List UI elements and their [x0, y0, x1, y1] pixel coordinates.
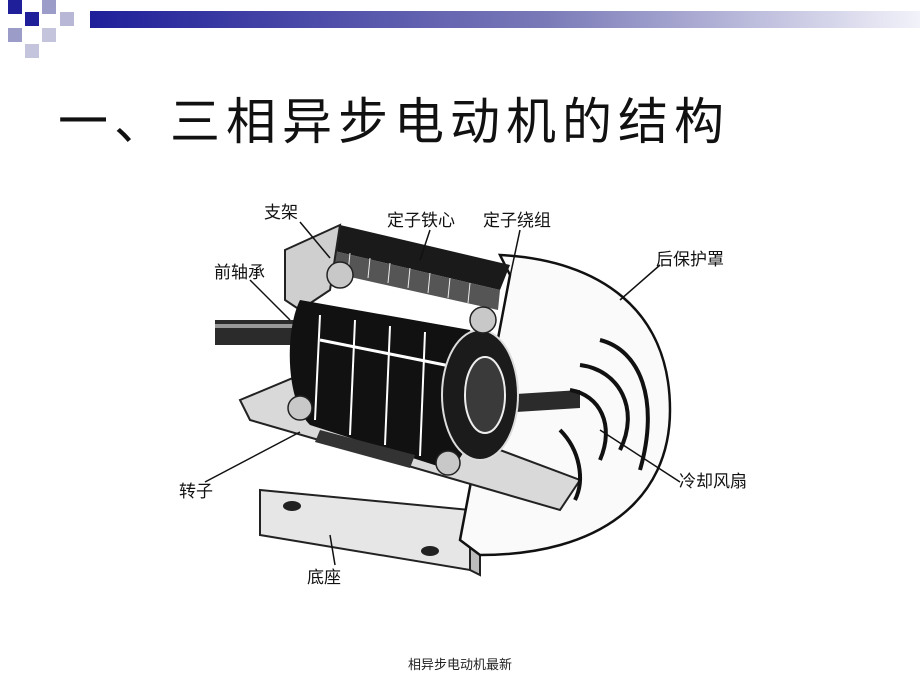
label-rotor: 转子	[179, 482, 213, 502]
label-stator-winding: 定子绕组	[483, 211, 551, 231]
label-base: 底座	[307, 568, 341, 588]
slide-title: 一、三相异步电动机的结构	[58, 93, 730, 151]
label-stator-core: 定子铁心	[387, 211, 455, 231]
label-rear-cover: 后保护罩	[656, 250, 724, 270]
title-bar-gradient	[90, 11, 920, 28]
corner-squares-decoration	[8, 0, 74, 58]
label-front-bearing: 前轴承	[214, 263, 265, 283]
slide-footer: 相异步电动机最新	[407, 658, 512, 673]
label-bracket: 支架	[264, 203, 298, 223]
label-cooling-fan: 冷却风扇	[679, 472, 747, 492]
stator-winding-coils	[287, 261, 497, 476]
motor-shaft	[215, 320, 300, 345]
